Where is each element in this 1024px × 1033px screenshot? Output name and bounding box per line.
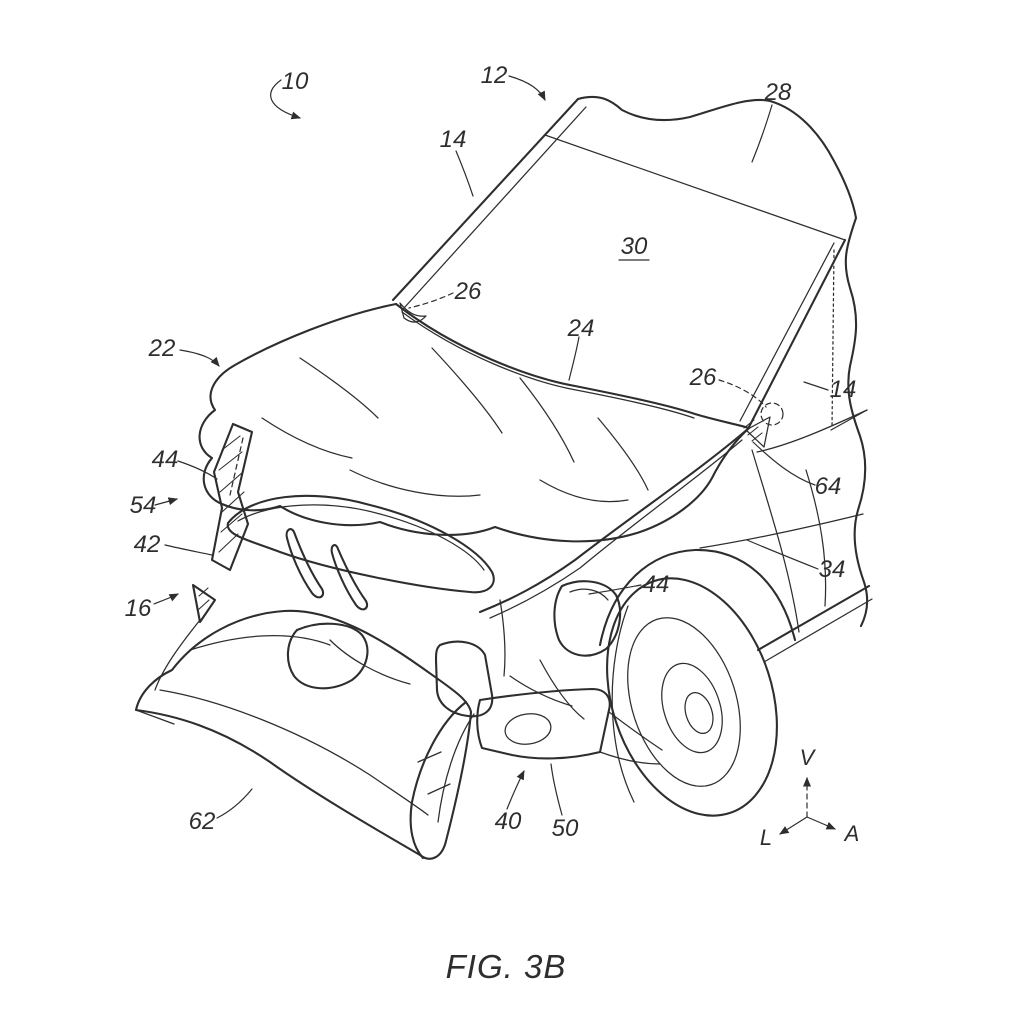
leader-34 — [746, 539, 819, 570]
ref-numeral-54: 54 — [130, 492, 157, 519]
windshield-cowl — [394, 302, 751, 430]
ref-numeral-16: 16 — [125, 595, 152, 622]
ref-numeral-50: 50 — [552, 815, 579, 842]
leader-44-left — [177, 460, 218, 480]
ref-numeral-22: 22 — [148, 335, 176, 362]
ref-numeral-44-right: 44 — [643, 571, 670, 598]
leader-28 — [751, 104, 773, 163]
ref-numeral-64: 64 — [815, 473, 842, 500]
leader-10 — [270, 79, 301, 120]
leader-26-left — [408, 292, 454, 309]
leader-lines — [153, 75, 829, 819]
ref-numeral-34: 34 — [819, 556, 846, 583]
body-break-edge — [844, 216, 869, 628]
ref-numeral-44-left: 44 — [152, 446, 179, 473]
ref-numeral-14-left: 14 — [440, 126, 467, 153]
ref-numeral-42: 42 — [134, 531, 161, 558]
leader-44-right — [588, 584, 642, 595]
fender-and-rocker — [598, 513, 873, 663]
leader-16 — [153, 593, 179, 605]
leader-54 — [154, 497, 178, 506]
leader-22 — [179, 349, 220, 367]
grille-airbag — [226, 494, 495, 611]
door-and-side-window — [751, 249, 868, 633]
ref-numeral-14-right: 14 — [830, 376, 857, 403]
leader-64 — [752, 441, 816, 486]
hood-airbag — [198, 302, 751, 619]
figure-caption: FIG. 3B — [446, 948, 567, 985]
leader-26-right — [718, 379, 767, 408]
leader-62 — [216, 788, 253, 819]
axis-arrow-a — [806, 816, 836, 830]
left-a-pillar — [391, 97, 587, 309]
axis-arrow-l — [779, 816, 808, 835]
leader-40 — [506, 770, 525, 810]
right-a-pillar — [739, 238, 847, 429]
ref-numeral-28: 28 — [764, 79, 792, 106]
ref-numeral-30: 30 — [621, 233, 648, 260]
ref-numeral-62: 62 — [189, 808, 216, 835]
ref-numeral-40: 40 — [495, 808, 522, 835]
axis-label-l: L — [760, 825, 772, 850]
leader-24 — [568, 336, 580, 381]
ref-numeral-12: 12 — [481, 62, 508, 89]
axis-label-v: V — [800, 745, 817, 770]
leader-42 — [164, 544, 213, 556]
axis-label-a: A — [843, 821, 860, 846]
ref-numeral-24: 24 — [567, 315, 595, 342]
leader-14-right — [803, 381, 829, 391]
front-wheel — [606, 577, 778, 817]
headlight — [553, 580, 622, 657]
lower-front-lobes — [286, 599, 506, 718]
front-lower-airbag — [134, 609, 475, 860]
roof-airbag-outline — [544, 95, 858, 241]
ref-numeral-10: 10 — [282, 68, 309, 95]
leader-50 — [550, 763, 563, 816]
leader-14-left — [455, 150, 474, 197]
ref-numeral-26-right: 26 — [689, 364, 717, 391]
bumper-band — [476, 659, 663, 765]
axis-indicator: V L A — [760, 745, 859, 850]
reference-numerals: 10 12 14 28 30 26 24 26 14 64 22 44 54 4… — [125, 62, 857, 842]
ref-numeral-26-left: 26 — [454, 278, 482, 305]
cowl-corner-mirror — [743, 402, 784, 448]
leader-12 — [508, 75, 546, 101]
vehicle-line-art — [134, 95, 873, 860]
grille-side-strip — [154, 422, 254, 691]
